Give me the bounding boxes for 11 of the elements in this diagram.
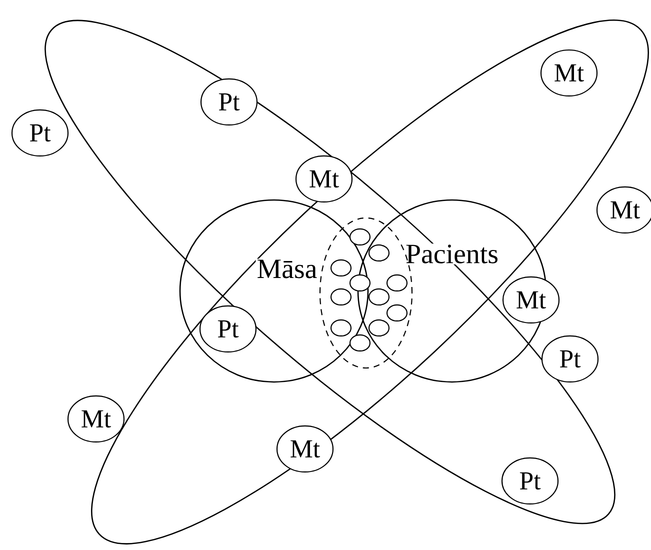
- small-circle: [386, 304, 408, 322]
- small-circle: [349, 274, 371, 292]
- small-circle: [330, 288, 352, 306]
- small-circle: [368, 288, 390, 306]
- small-circle: [349, 334, 371, 352]
- small-circle: [368, 244, 390, 262]
- small-circle: [386, 274, 408, 292]
- small-circle: [330, 259, 352, 277]
- small-circle: [330, 319, 352, 337]
- small-circle: [349, 228, 371, 246]
- small-circle: [368, 319, 390, 337]
